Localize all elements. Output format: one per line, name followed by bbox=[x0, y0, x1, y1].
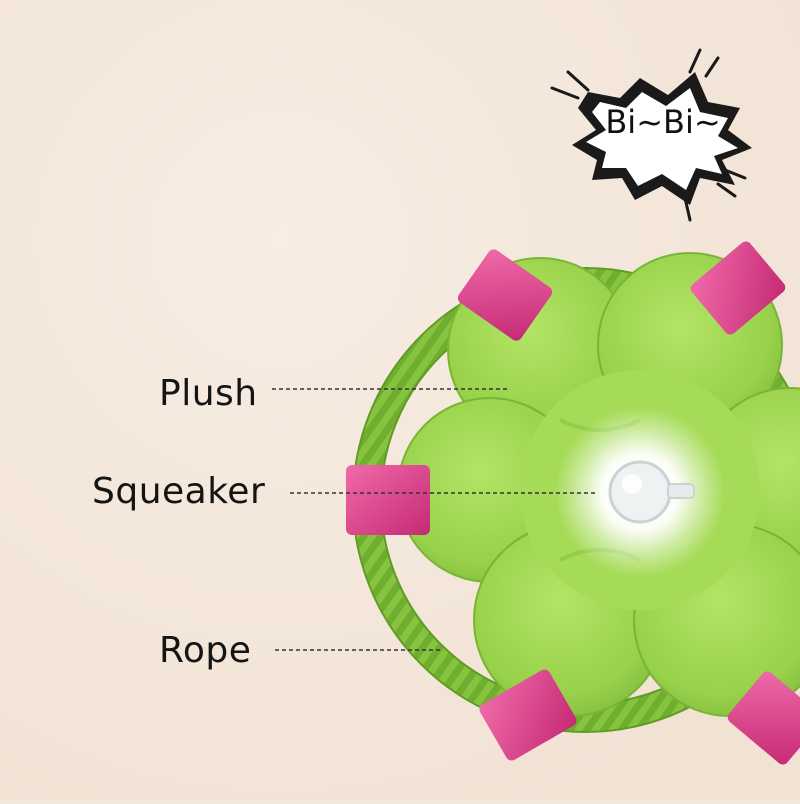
leader-lines bbox=[272, 388, 598, 651]
sound-effect-text: Bi~Bi~ bbox=[605, 103, 721, 141]
speech-burst-icon bbox=[550, 48, 752, 222]
squeaker bbox=[555, 407, 725, 577]
pink-tabs bbox=[346, 241, 800, 765]
squeaker-label: Squeaker bbox=[92, 471, 266, 512]
plush-label: Plush bbox=[159, 373, 258, 414]
rope-label: Rope bbox=[159, 630, 252, 671]
